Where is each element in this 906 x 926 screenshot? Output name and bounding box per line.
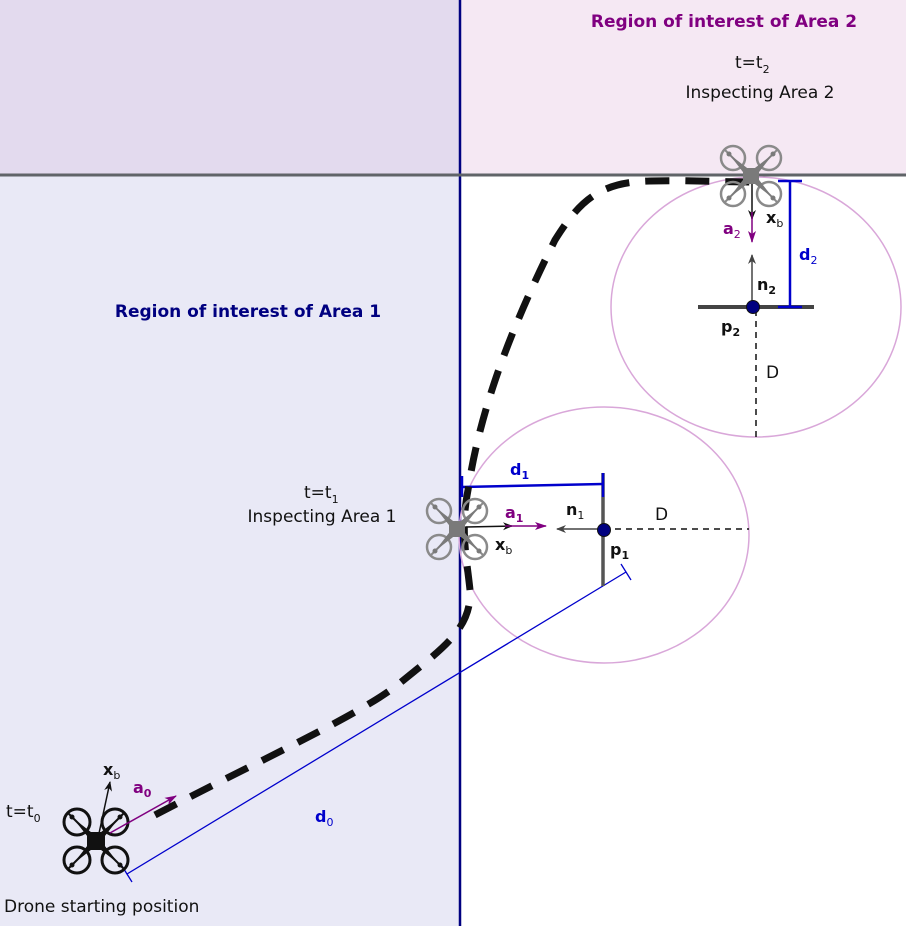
- drone-trajectory-path: [153, 177, 757, 819]
- inspection-point-p2: [746, 300, 760, 314]
- xb-arrow-t0: [97, 781, 113, 839]
- n2-label: n2: [757, 275, 776, 297]
- p1-label: p1: [610, 540, 629, 562]
- radius-label-area2: D: [766, 363, 779, 383]
- p2-label: p2: [721, 317, 740, 339]
- a1-label: a1: [505, 503, 523, 525]
- d2-label: d2: [799, 245, 817, 267]
- starting-position-caption: Drone starting position: [4, 897, 199, 917]
- distance-line-d0: [126, 571, 627, 875]
- inspecting-area2-caption: Inspecting Area 2: [686, 83, 835, 103]
- xb-label-t2: xb: [766, 208, 783, 230]
- xb-label-t1: xb: [495, 535, 512, 557]
- distance-tick-d0-end: [620, 563, 632, 581]
- inspecting-area1-caption: Inspecting Area 1: [248, 507, 397, 527]
- inspection-point-p1: [597, 523, 611, 537]
- time-label-t2: t=t2: [735, 53, 770, 76]
- time-label-t1: t=t1: [304, 483, 339, 506]
- n1-label: n1: [566, 500, 584, 522]
- area1-top-background: [0, 0, 460, 175]
- d0-label: d0: [315, 807, 333, 829]
- area2-title: Region of interest of Area 2: [591, 12, 857, 32]
- a0-arrow: [109, 795, 177, 834]
- area2-region-background: [460, 0, 906, 175]
- a0-label: a0: [133, 778, 152, 800]
- a2-label: a2: [723, 219, 741, 241]
- time-label-t0: t=t0: [6, 802, 41, 825]
- area1-title: Region of interest of Area 1: [115, 302, 381, 322]
- xb-arrow-t1: [465, 522, 513, 531]
- distance-line-d1: [461, 482, 604, 489]
- radius-label-area1: D: [655, 505, 668, 525]
- xb-label-t0: xb: [103, 760, 120, 782]
- d1-label: d1: [510, 460, 529, 482]
